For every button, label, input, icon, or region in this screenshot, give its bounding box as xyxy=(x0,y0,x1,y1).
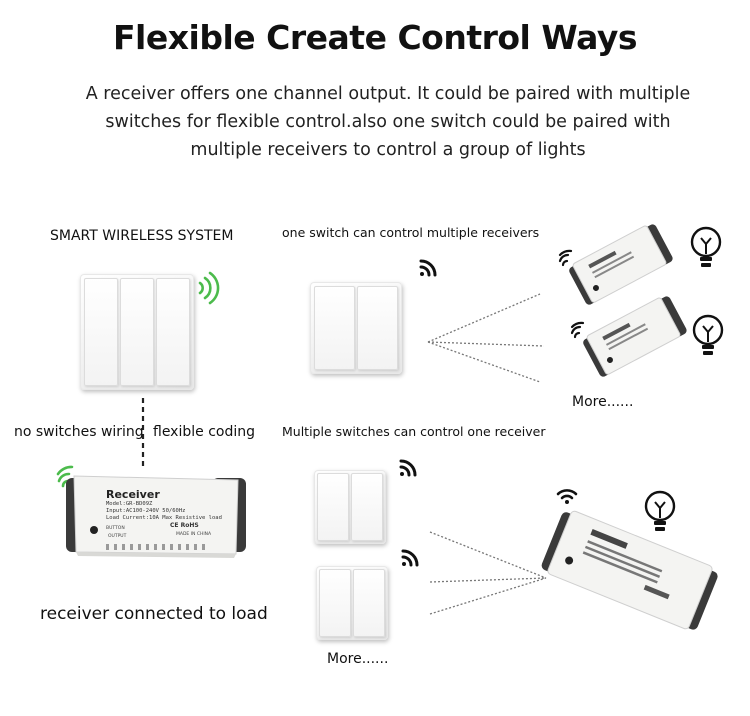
wifi-signal-icon xyxy=(399,459,417,477)
page-subtitle: A receiver offers one channel output. It… xyxy=(85,84,691,160)
two-gang-switch xyxy=(314,470,386,544)
switch-key-1 xyxy=(314,286,355,370)
more-receivers-label: More...... xyxy=(572,394,634,410)
switch-key-2 xyxy=(353,569,385,637)
wifi-signal-icon xyxy=(419,259,437,277)
multiple-switches-one-receiver-caption: Multiple switches can control one receiv… xyxy=(282,424,546,439)
wifi-signal-icon xyxy=(558,249,573,267)
two-gang-switch xyxy=(310,282,402,374)
receiver-output-label: OUTPUT xyxy=(108,534,127,539)
switch-key-1 xyxy=(317,473,349,541)
receiver-device xyxy=(569,224,673,305)
receiver-button-label: BUTTON xyxy=(106,526,125,531)
switch-key-2 xyxy=(120,278,154,386)
switch-key-1 xyxy=(84,278,118,386)
switch-key-3 xyxy=(156,278,190,386)
page-title: Flexible Create Control Ways xyxy=(113,18,637,57)
receiver-connected-to-load-label: receiver connected to load xyxy=(40,604,268,624)
three-gang-switch xyxy=(80,274,194,390)
switch-key-2 xyxy=(351,473,383,541)
light-bulb-icon xyxy=(690,226,722,267)
two-gang-switch xyxy=(316,566,388,640)
flexible-coding-label: flexible coding xyxy=(153,424,255,440)
receiver-device xyxy=(541,510,718,630)
receiver-model: Model:GR-BD09Z xyxy=(106,501,153,507)
light-bulb-icon xyxy=(644,490,676,531)
wifi-signal-icon xyxy=(556,489,578,504)
receiver-load-spec: Load Current:10A Max Resistive load xyxy=(106,515,222,521)
switch-key-2 xyxy=(357,286,398,370)
receiver-device: Receiver Model:GR-BD09Z Input:AC100-240V… xyxy=(66,470,246,562)
wifi-signal-icon xyxy=(401,549,419,567)
wifi-signal-icon xyxy=(570,321,585,339)
signal-dotted-lines xyxy=(429,531,547,615)
receiver-origin: MADE IN CHINA xyxy=(176,532,212,537)
one-switch-multiple-receivers-caption: one switch can control multiple receiver… xyxy=(282,225,540,240)
pairing-dashed-line xyxy=(141,398,145,470)
smart-wireless-system-label: SMART WIRELESS SYSTEM xyxy=(50,228,234,244)
switch-key-1 xyxy=(319,569,351,637)
signal-dotted-lines xyxy=(427,293,545,383)
receiver-brand: Receiver xyxy=(106,488,160,501)
receiver-input-spec: Input:AC100-240V 50/60Hz xyxy=(106,508,186,514)
light-bulb-icon xyxy=(692,314,724,355)
receiver-ce-mark: CE RoHS xyxy=(170,522,199,529)
wifi-signal-icon xyxy=(198,271,220,305)
receiver-device xyxy=(583,296,687,377)
no-switches-wiring-label: no switches wiring xyxy=(14,424,144,440)
more-switches-label: More...... xyxy=(327,651,389,667)
